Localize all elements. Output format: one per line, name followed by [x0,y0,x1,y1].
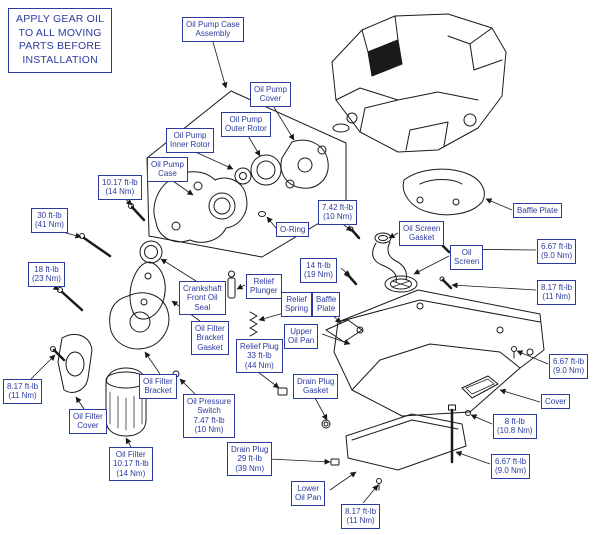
label-oil-pump-inner-rotor: Oil Pump Inner Rotor [166,128,215,153]
label-o-ring: O-Ring [276,222,310,238]
label-lower-oil-pan: Lower Oil Pan [291,481,326,506]
label-cover: Cover [541,394,571,410]
label-oil-filter-bracket: Oil Filter Bracket [139,374,177,399]
label-torque-8: 8 ft-lb (10.8 Nm) [493,414,537,439]
label-baffle-plate-center: Baffle Plate [312,292,341,317]
label-torque-6-67-c: 6.67 ft-lb (9.0 Nm) [491,454,531,479]
label-torque-30: 30 ft-lb (41 Nm) [31,208,68,233]
label-torque-18: 18 ft-lb (23 Nm) [28,262,65,287]
label-oil-filter-cover: Oil Filter Cover [69,409,107,434]
label-torque-10-17-top: 10.17 ft-lb (14 Nm) [98,175,142,200]
label-oil-screen-gasket: Oil Screen Gasket [399,221,445,246]
label-oil-pump-cover: Oil Pump Cover [250,82,291,107]
label-upper-oil-pan: Upper Oil Pan [284,324,319,349]
label-torque-6-67-a: 6.67 ft-lb (9.0 Nm) [537,239,577,264]
label-oil-pressure-switch: Oil Pressure Switch 7.47 ft-lb (10 Nm) [183,394,236,438]
label-torque-6-67-b: 6.67 ft-lb (9.0 Nm) [549,354,589,379]
engine-block-art [331,13,507,153]
label-drain-plug: Drain Plug 29 ft-lb (39 Nm) [227,442,273,477]
label-oil-pump-case-assembly: Oil Pump Case Assembly [182,17,244,42]
label-baffle-plate-right: Baffle Plate [513,203,562,219]
leader-lines [30,41,549,504]
oil-filter-group-art [57,261,180,437]
label-torque-8-17-c: 8.17 ft-lb (11 Nm) [341,504,381,529]
label-oil-screen: Oil Screen [450,245,484,270]
relief-valve-art [227,270,288,396]
label-torque-7-42: 7.42 ft-lb (10 Nm) [318,200,358,225]
lower-oil-pan-art [321,413,467,471]
crank-seal-art [139,240,163,264]
label-oil-filter-bracket-gasket: Oil Filter Bracket Gasket [191,321,229,356]
cover-plate-art [461,375,499,399]
right-bolts-art [344,226,517,491]
oil-pump-parts-art [153,139,329,243]
label-torque-8-17-a: 8.17 ft-lb (11 Nm) [537,280,577,305]
label-crankshaft-front-oil-seal: Crankshaft Front Oil Seal [179,281,226,316]
note-apply-gear-oil: APPLY GEAR OIL TO ALL MOVING PARTS BEFOR… [8,8,113,73]
label-relief-spring: Relief Spring [281,292,313,317]
label-drain-plug-gasket: Drain Plug Gasket [293,374,339,399]
label-oil-pump-case: Oil Pump Case [147,157,188,182]
label-relief-plug: Relief Plug 33 ft-lb (44 Nm) [236,339,283,374]
label-oil-pump-outer-rotor: Oil Pump Outer Rotor [221,112,271,137]
label-oil-filter: Oil Filter 10.17 ft-lb (14 Nm) [109,447,153,482]
label-torque-8-17-b: 8.17 ft-lb (11 Nm) [3,379,43,404]
label-torque-14: 14 ft-lb (19 Nm) [300,258,337,283]
baffle-plate-right-art [402,168,485,216]
upper-oil-pan-art [325,289,545,417]
label-relief-plunger: Relief Plunger [246,274,282,299]
